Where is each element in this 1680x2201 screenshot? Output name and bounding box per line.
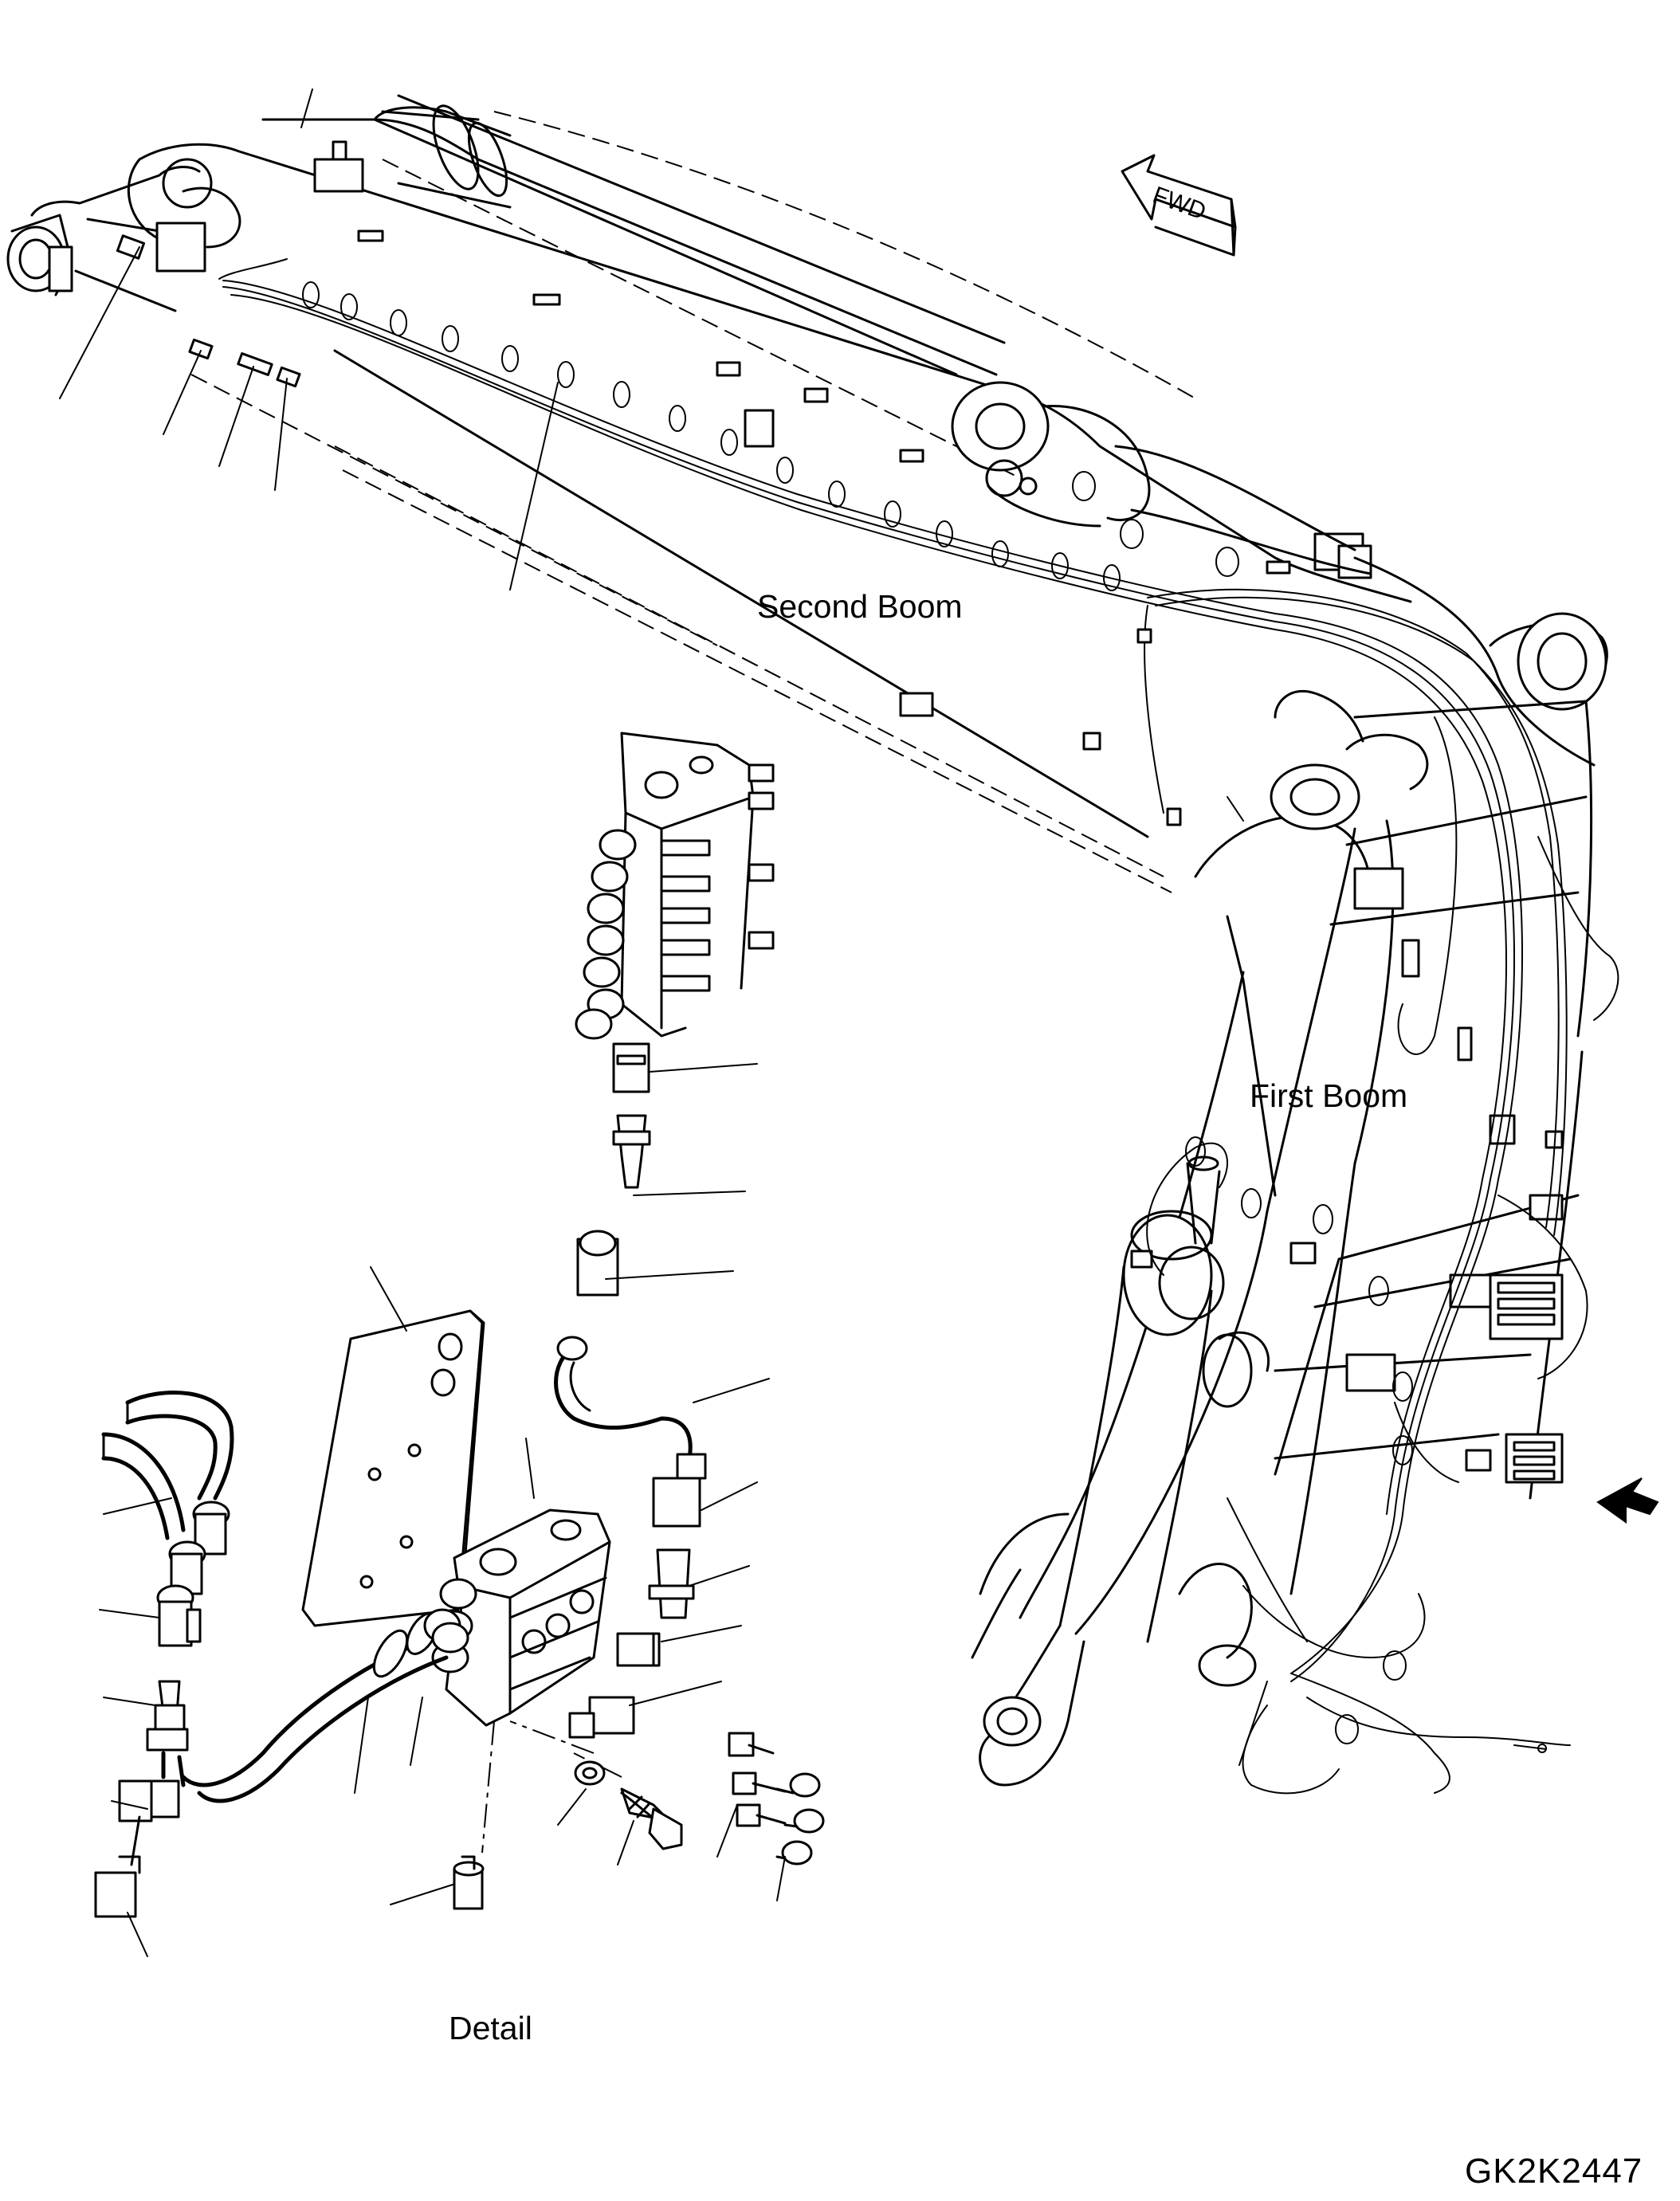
- first-boom-label: First Boom: [1250, 1077, 1408, 1114]
- second-boom-label: Second Boom: [757, 588, 963, 625]
- manifold-block: [554, 732, 775, 1667]
- detail-manifold: [181, 1509, 825, 1910]
- manifold-cartridges: [575, 829, 711, 1040]
- grease-hose-bundle: [116, 234, 1659, 1795]
- left-hose-assembly: [94, 1391, 234, 1918]
- detail-label: Detail: [449, 2010, 532, 2046]
- fwd-arrow-icon: FWD: [1121, 154, 1237, 257]
- second-boom: [6, 94, 1412, 893]
- callout-leaders: [59, 88, 1268, 1957]
- first-boom: [971, 556, 1608, 1787]
- drawing-code: GK2K2447: [1465, 2152, 1643, 2191]
